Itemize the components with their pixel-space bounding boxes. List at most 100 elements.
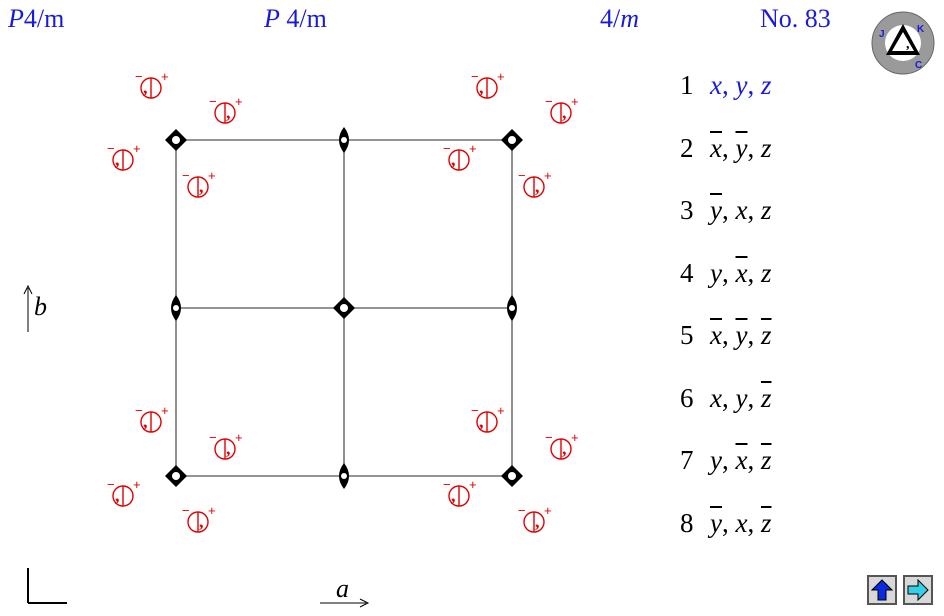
svg-text:−: −	[107, 477, 115, 492]
hermann-mauguin-short: P4/m	[8, 4, 65, 33]
arrow-right-icon	[907, 579, 929, 601]
axes: ab	[23, 284, 370, 608]
coordinate-value: x, y, z	[710, 132, 772, 163]
svg-text:+: +	[235, 430, 243, 445]
nav-up-button[interactable]	[867, 575, 897, 605]
equipoint-symbol: ,− +	[545, 94, 579, 124]
svg-text:+: +	[469, 477, 477, 492]
coordinate-value: y, x, z	[710, 257, 772, 288]
equipoint-symbol: ,−+	[107, 141, 141, 171]
svg-text:+: +	[208, 503, 216, 518]
a-axis-label: a	[336, 574, 349, 603]
equipoint-symbol: ,−+	[107, 477, 141, 507]
svg-text:,: ,	[479, 77, 484, 97]
hermann-mauguin-full: P 4/m	[264, 4, 327, 33]
coordinate-value: x, y, z	[710, 320, 772, 350]
twofold-axis-symbol	[339, 127, 349, 153]
svg-text:+: +	[544, 503, 552, 518]
svg-text:+: +	[161, 69, 169, 84]
coordinate-number: 4	[680, 257, 694, 288]
svg-text:−: −	[518, 503, 526, 518]
coordinate-row: 3 y, x, z	[680, 195, 771, 226]
space-group-number: No. 83	[760, 4, 831, 33]
coordinate-value: x, y, z	[710, 70, 772, 100]
jkc-logo-icon[interactable]: , J K C	[870, 10, 936, 76]
coordinate-row: 1 x, y, z	[680, 70, 771, 101]
svg-text:,: ,	[226, 102, 231, 122]
fourfold-axis-symbol	[333, 297, 355, 319]
coordinate-value: y, x, z	[710, 195, 772, 225]
equipoint-symbol: ,− +	[135, 403, 169, 433]
equipoint-symbol: ,− +	[443, 477, 477, 507]
svg-text:,: ,	[451, 149, 456, 169]
twofold-axis-symbol	[507, 295, 517, 321]
svg-text:,: ,	[226, 438, 231, 458]
svg-text:+: +	[571, 430, 579, 445]
coordinate-number: 5	[680, 320, 694, 350]
svg-text:+: +	[133, 141, 141, 156]
symmetry-elements	[165, 127, 523, 489]
twofold-axis-symbol	[171, 295, 181, 321]
svg-text:−: −	[545, 430, 553, 445]
svg-text:J: J	[879, 29, 885, 40]
svg-text:−: −	[443, 141, 451, 156]
coordinate-number: 2	[680, 132, 694, 163]
equipoint-symbol: ,− +	[471, 69, 505, 99]
coordinate-value: x, y, z	[710, 382, 772, 413]
svg-text:,: ,	[115, 485, 120, 505]
a-axis-arrowhead	[359, 598, 370, 608]
equipoint-symbol: ,− +	[518, 503, 552, 533]
svg-text:,: ,	[562, 438, 567, 458]
svg-text:+: +	[469, 141, 477, 156]
svg-text:−: −	[135, 69, 143, 84]
arrow-up-icon	[871, 579, 893, 601]
svg-text:−: −	[443, 477, 451, 492]
equipoint-symbol: ,− +	[209, 430, 243, 460]
equipoint-symbol: ,− +	[443, 141, 477, 171]
coordinate-number: 3	[680, 195, 694, 225]
equipoint-symbol: ,− +	[182, 503, 216, 533]
equivalent-positions: ,−+,−+,−+,−+,−+,−+,−+,−+,−+,−+,−+,−+,−+,…	[107, 69, 579, 533]
svg-text:+: +	[544, 168, 552, 183]
point-group: 4/m	[600, 4, 640, 33]
coordinate-row: 5 x, y, z	[680, 320, 771, 351]
svg-text:−: −	[135, 403, 143, 418]
svg-text:−: −	[545, 94, 553, 109]
svg-text:,: ,	[143, 411, 148, 431]
svg-text:,: ,	[199, 511, 204, 531]
equipoint-symbol: ,−+	[518, 168, 552, 198]
coordinate-number: 7	[680, 445, 694, 475]
svg-text:C: C	[915, 60, 922, 71]
fourfold-axis-symbol	[501, 465, 523, 487]
equipoint-symbol: ,−+	[209, 94, 243, 124]
fourfold-axis-symbol	[501, 129, 523, 151]
svg-text:+: +	[571, 94, 579, 109]
svg-text:−: −	[471, 69, 479, 84]
svg-text:+: +	[208, 168, 216, 183]
svg-text:+: +	[497, 69, 505, 84]
svg-text:,: ,	[906, 37, 910, 52]
svg-text:,: ,	[199, 176, 204, 196]
coordinate-row: 4 y, x, z	[680, 258, 771, 289]
nav-next-button[interactable]	[903, 575, 933, 605]
svg-text:+: +	[497, 403, 505, 418]
svg-text:,: ,	[535, 511, 540, 531]
svg-text:+: +	[161, 403, 169, 418]
b-axis-label: b	[34, 292, 47, 321]
svg-text:−: −	[209, 430, 217, 445]
svg-text:,: ,	[143, 77, 148, 97]
coordinate-row: 2 x, y, z	[680, 133, 771, 164]
svg-text:,: ,	[562, 102, 567, 122]
coordinate-number: 1	[680, 70, 694, 100]
equipoint-symbol: ,−+	[471, 403, 505, 433]
equipoint-symbol: ,−+	[182, 168, 216, 198]
coordinate-number: 8	[680, 507, 694, 538]
svg-text:−: −	[182, 503, 190, 518]
equipoint-symbol: ,− +	[545, 430, 579, 460]
twofold-axis-symbol	[339, 463, 349, 489]
svg-text:,: ,	[451, 485, 456, 505]
